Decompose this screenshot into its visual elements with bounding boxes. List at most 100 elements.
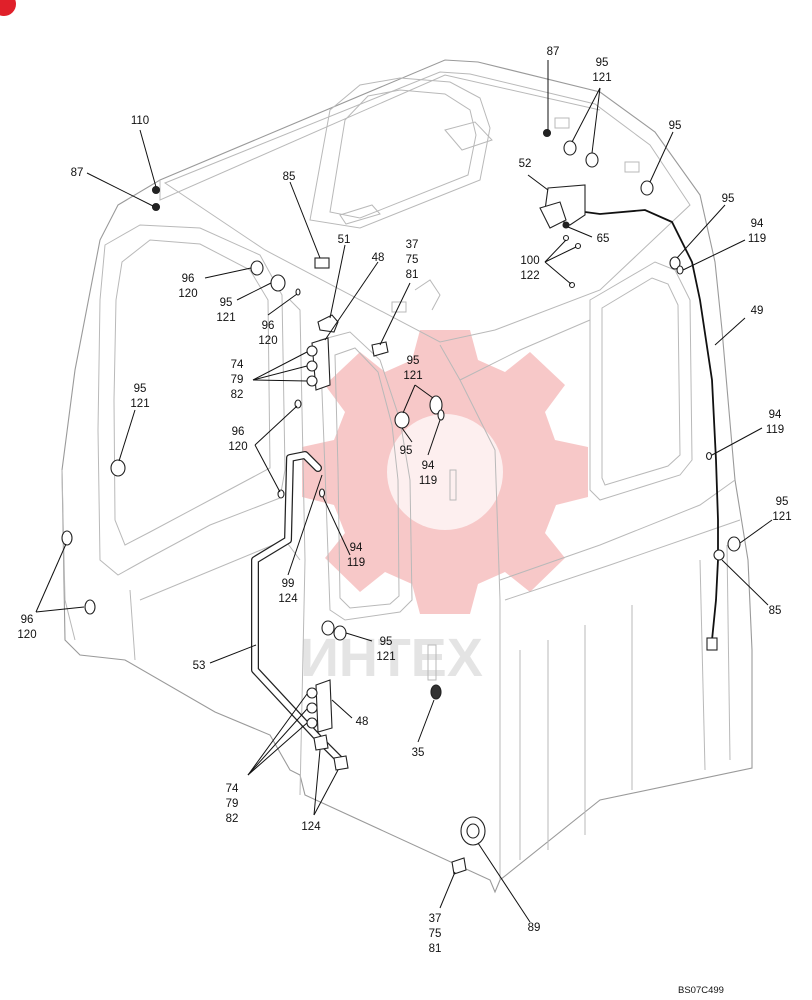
wire-harness-49: [569, 209, 719, 641]
callout-line: 75: [406, 254, 419, 266]
callout-line: 121: [403, 370, 422, 382]
cab-roof-inner: [163, 71, 691, 343]
grommet-95-top-b-icon: [585, 152, 599, 168]
grommet-95-right-low-icon: [727, 536, 741, 552]
callout-line: 96: [232, 426, 245, 438]
leader-95-top-a: [571, 87, 601, 143]
callout-line: 121: [592, 72, 611, 84]
roof-block-2: [624, 161, 640, 173]
leader-124-b: [313, 769, 339, 816]
callout-line: 81: [406, 269, 419, 281]
callout-line: 94: [751, 218, 764, 230]
callout-48-top: 48: [372, 252, 385, 264]
leader-74-c: [252, 379, 308, 382]
leader-49: [714, 317, 746, 346]
callout-line: 120: [17, 629, 36, 641]
door-latch-2: [449, 469, 457, 501]
clip-100-b-icon: [574, 242, 582, 250]
leader-100-a: [544, 239, 567, 263]
roof-block-1: [554, 117, 570, 129]
callout-line: 95: [722, 193, 735, 205]
watermark-text: ИНТЕХ: [300, 628, 483, 688]
clip-87-left-icon: [151, 202, 161, 212]
callout-line: 95: [669, 120, 682, 132]
grommet-95-right-icon: [669, 256, 681, 270]
callout-line: 79: [226, 798, 239, 810]
grommet-94-right-icon: [676, 265, 684, 275]
leader-94-right-mid: [711, 427, 763, 456]
callout-line: 95: [134, 383, 147, 395]
callout-53: 53: [193, 660, 206, 672]
callout-line: 81: [429, 943, 442, 955]
floor-edge-2: [129, 589, 136, 661]
corner-badge-icon: [0, 0, 16, 16]
grommet-96-c2-icon: [277, 489, 285, 499]
front-pillar: [289, 299, 306, 796]
callout-35: 35: [412, 747, 425, 759]
callout-line: 49: [751, 305, 764, 317]
callout-line: 89: [528, 922, 541, 934]
callout-line: 95: [400, 445, 413, 457]
grommet-94-mid-icon: [318, 488, 326, 498]
left-window-frame: [97, 224, 286, 576]
leader-lines: [35, 60, 773, 923]
roof-hatch-frame: [309, 77, 491, 229]
leader-85-top: [289, 181, 321, 259]
bolt-74-a-icon: [306, 345, 318, 357]
callout-line: 52: [519, 158, 532, 170]
callout-line: 75: [429, 928, 442, 940]
roof-bracket: [414, 279, 441, 311]
leader-95-top-right: [649, 131, 674, 183]
leader-95-right-low: [739, 519, 773, 544]
bolt-74-c-icon: [306, 375, 318, 387]
callout-line: 124: [301, 821, 321, 833]
leader-48-top: [324, 261, 379, 341]
watermark: ИНТЕХ: [300, 330, 588, 688]
leader-94-mid: [322, 496, 351, 556]
callout-line: 94: [769, 409, 782, 421]
rear-panel-top: [459, 319, 591, 381]
harness-layer: [251, 209, 719, 766]
clip-87-top-icon: [542, 128, 552, 138]
bolt-74-f-icon: [306, 717, 318, 729]
callout-48-low: 48: [356, 716, 369, 728]
callout-line: 79: [231, 374, 244, 386]
clamp-51-icon: [317, 314, 339, 333]
pipe-53-core: [252, 452, 345, 765]
roof-hatch-inner: [329, 89, 477, 219]
leader-51: [329, 244, 346, 319]
leader-94-right-top: [682, 239, 746, 271]
parts-layer: [61, 128, 741, 875]
callout-52: 52: [519, 158, 532, 170]
grommet-96-d-b-icon: [84, 599, 96, 615]
bolt-74-b-icon: [306, 360, 318, 372]
grommet-95-far-left-icon: [110, 459, 126, 477]
leader-95-top-b: [591, 87, 601, 154]
leader-65: [567, 226, 593, 238]
bolt-74-e-icon: [306, 702, 318, 714]
callout-line: 87: [547, 46, 560, 58]
grommet-96-d-a-icon: [61, 530, 73, 546]
cab-frame: [61, 59, 753, 894]
callout-95-top-right: 95: [669, 120, 682, 132]
roof-slot: [339, 204, 381, 225]
clip-110-icon: [151, 185, 161, 195]
leader-96-c-b: [254, 444, 281, 493]
leader-96-c-a: [254, 405, 298, 446]
grommet-95-lower-b-icon: [333, 625, 347, 641]
callout-line: 120: [228, 441, 247, 453]
grommet-95-center-a-icon: [394, 411, 410, 429]
callout-line: 95: [596, 57, 609, 69]
callout-line: 37: [429, 913, 442, 925]
callout-line: 96: [182, 273, 195, 285]
plate-48-low-icon: [315, 679, 333, 733]
leader-89: [477, 842, 531, 923]
callout-line: 94: [422, 460, 435, 472]
